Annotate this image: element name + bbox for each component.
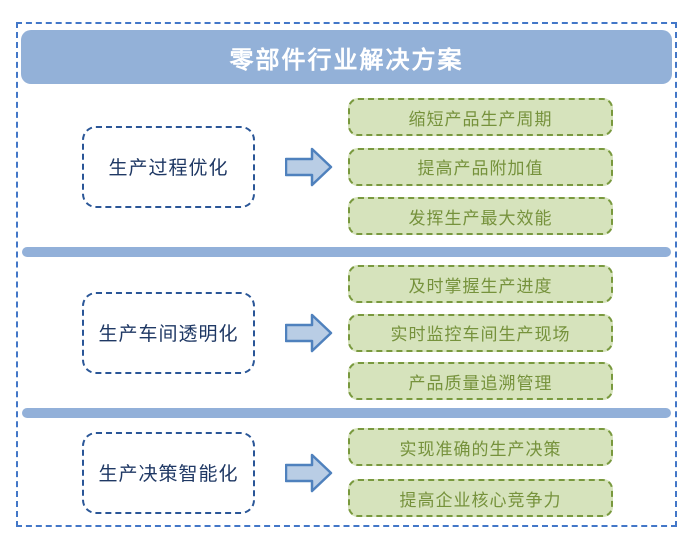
right-arrow-icon	[285, 147, 333, 186]
category-box-workshop-transparency: 生产车间透明化	[82, 291, 255, 374]
benefit-label: 提高产品附加值	[417, 159, 544, 178]
category-label: 生产车间透明化	[98, 324, 239, 345]
benefit-label: 及时掌握生产进度	[408, 276, 553, 296]
right-arrow-icon	[285, 453, 333, 492]
benefit-label: 提高企业核心竞争力	[399, 490, 562, 510]
benefit-item: 缩短产品生产周期	[348, 98, 613, 136]
benefit-list: 缩短产品生产周期 提高产品附加值 发挥生产最大效能	[348, 98, 613, 235]
benefit-label: 发挥生产最大效能	[408, 208, 553, 228]
benefit-list: 及时掌握生产进度 实时监控车间生产现场 产品质量追溯管理	[348, 265, 613, 400]
benefit-label: 产品质量追溯管理	[408, 373, 553, 393]
section-decision-intelligence: 生产决策智能化 实现准确的生产决策 提高企业核心竞争力	[18, 428, 675, 517]
benefit-item: 提高产品附加值	[348, 147, 613, 186]
benefit-list: 实现准确的生产决策 提高企业核心竞争力	[348, 428, 613, 517]
category-box-production-process: 生产过程优化	[82, 125, 255, 208]
benefit-label: 缩短产品生产周期	[408, 109, 553, 129]
benefit-label: 实现准确的生产决策	[399, 439, 562, 459]
title-bar: 零部件行业解决方案	[21, 30, 672, 84]
section-divider	[22, 247, 671, 257]
benefit-item: 发挥生产最大效能	[348, 197, 613, 235]
category-label: 生产决策智能化	[98, 464, 239, 485]
outer-frame: 零部件行业解决方案 生产过程优化 缩短产品生产周期 提高产品附加值 发挥生产最大…	[16, 22, 677, 527]
category-box-decision-intelligence: 生产决策智能化	[82, 431, 255, 514]
category-label: 生产过程优化	[108, 158, 229, 179]
benefit-label: 实时监控车间生产现场	[390, 325, 571, 344]
benefit-item: 产品质量追溯管理	[348, 362, 613, 400]
benefit-item: 及时掌握生产进度	[348, 265, 613, 303]
section-workshop-transparency: 生产车间透明化 及时掌握生产进度 实时监控车间生产现场 产品质量追溯管理	[18, 265, 675, 400]
benefit-item: 实现准确的生产决策	[348, 428, 613, 466]
diagram-title: 零部件行业解决方案	[229, 46, 464, 74]
benefit-item: 提高企业核心竞争力	[348, 479, 613, 517]
section-divider	[22, 408, 671, 418]
benefit-item: 实时监控车间生产现场	[348, 313, 613, 352]
right-arrow-icon	[285, 313, 333, 352]
section-production-process: 生产过程优化 缩短产品生产周期 提高产品附加值 发挥生产最大效能	[18, 98, 675, 235]
